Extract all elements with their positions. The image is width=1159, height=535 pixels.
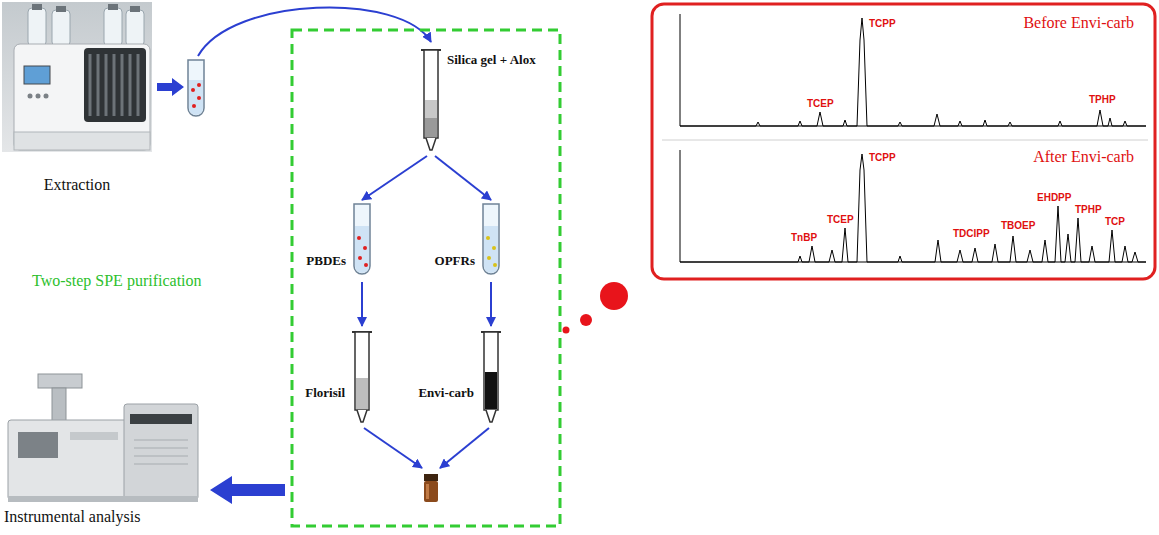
spe-cartridge xyxy=(352,332,372,422)
callout-dot xyxy=(580,314,592,326)
icon-slot xyxy=(2,2,152,154)
cartridge-label: Florisil xyxy=(305,385,345,400)
peak-label: TDCIPP xyxy=(952,228,991,240)
icon-slot xyxy=(419,46,443,152)
flow-arrow xyxy=(361,282,363,326)
cartridge-label: Envi-carb xyxy=(418,385,474,400)
flow-arrow xyxy=(210,476,285,504)
test-tube xyxy=(483,204,499,274)
tube-node: PBDEs xyxy=(306,202,372,278)
extract-tube xyxy=(188,60,204,116)
fraction-label: OPFRs xyxy=(435,253,475,268)
flow-arrow xyxy=(440,428,489,468)
extractor-photo xyxy=(2,2,152,152)
test-tube xyxy=(354,204,370,274)
panel-title: Before Envi-carb xyxy=(1023,14,1134,32)
peak-label: TnBP xyxy=(790,232,818,244)
chromatogram-panel: Before Envi-carb xyxy=(662,10,1148,136)
peak-label: TCEP xyxy=(806,98,835,110)
instrument-photo xyxy=(8,374,198,502)
panel-title: After Envi-carb xyxy=(1033,148,1134,166)
fraction-label: PBDEs xyxy=(306,253,346,268)
curved-arrow xyxy=(198,7,431,56)
cartridge-node: Envi-carb xyxy=(418,328,502,424)
spe-cartridge xyxy=(481,332,501,422)
tube-node: OPFRs xyxy=(435,202,501,278)
cartridge-node: Silica gel + Alox xyxy=(419,46,536,152)
step-label: Extraction xyxy=(44,176,111,194)
peak-label: TCPP xyxy=(868,18,897,30)
flow-arrow xyxy=(364,428,422,468)
callout-dot xyxy=(563,327,570,334)
flow-arrow xyxy=(435,156,491,200)
instrument-photo-node: Instrumental analysis xyxy=(4,370,200,526)
cartridge-node: Florisil xyxy=(305,328,373,424)
extraction-photo-node: Extraction xyxy=(2,2,152,194)
dashed-frame xyxy=(292,30,560,526)
icon-slot xyxy=(481,202,501,278)
chromatogram-trace xyxy=(680,18,1146,126)
peak-label: TPHP xyxy=(1074,204,1103,216)
sample-vial xyxy=(424,474,438,502)
flow-arrow xyxy=(362,156,427,200)
peak-label: EHDPP xyxy=(1036,192,1072,204)
peak-label: TPHP xyxy=(1088,94,1117,106)
chromatogram-axes xyxy=(662,14,1148,262)
icon-slot xyxy=(480,328,502,424)
step-label: Instrumental analysis xyxy=(4,508,140,526)
flow-arrow xyxy=(157,78,184,96)
spe-cartridge xyxy=(421,50,441,150)
flow-arrow xyxy=(490,282,492,326)
peak-label: TCP xyxy=(1104,216,1126,228)
icon-slot xyxy=(352,202,372,278)
icon-slot xyxy=(4,370,200,504)
callout-frame xyxy=(652,4,1155,279)
cartridge-label: Silica gel + Alox xyxy=(447,52,536,67)
icon-slot xyxy=(351,328,373,424)
callout-dot xyxy=(600,282,628,310)
section-label: Two-step SPE purification xyxy=(32,272,202,290)
peak-label: TCEP xyxy=(826,214,855,226)
chromatogram-trace xyxy=(680,154,1146,262)
peak-label: TCPP xyxy=(868,152,897,164)
peak-label: TBOEP xyxy=(1000,220,1036,232)
